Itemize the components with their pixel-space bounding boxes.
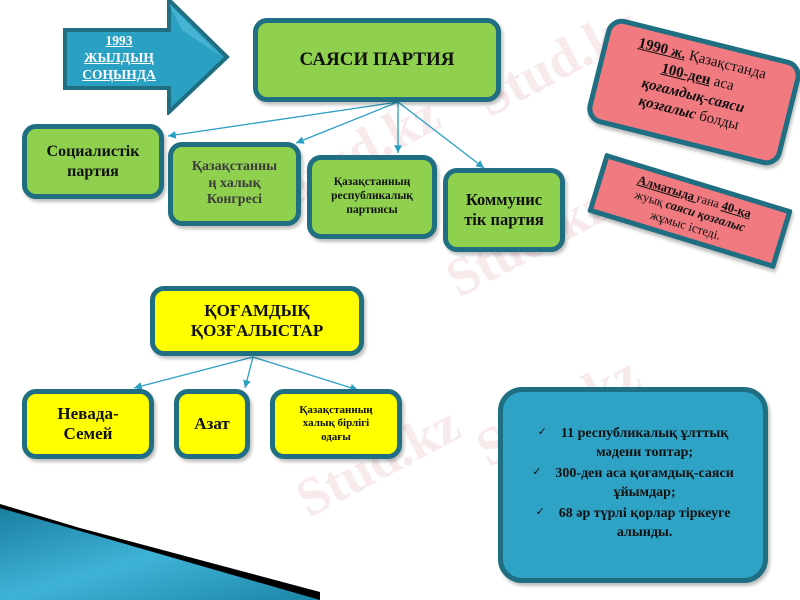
summary-item-line2: ұйымдар;: [613, 485, 676, 500]
movement-nevada-semey: Невада- Семей: [22, 389, 154, 459]
party-communist-line1: Коммунис: [465, 190, 543, 210]
movement-nevada-semey-line2: Семей: [63, 424, 113, 443]
party-peoples-congress-line2: ң халық: [208, 175, 261, 191]
party-peoples-congress-line1: Қазақстанны: [191, 158, 278, 174]
movement-peoples-unity-line1: Қазақстанның: [299, 404, 373, 417]
summary-item-line2: мәдени топтар;: [596, 445, 694, 461]
summary-item-line1: 300-ден аса қоғамдық-саяси: [555, 466, 734, 482]
party-communist: Коммунис тік партия: [443, 168, 565, 252]
social-movements-title-line2: ҚОЗҒАЛЫСТАР: [190, 321, 324, 340]
party-republican-line2: республикалық: [331, 190, 413, 203]
movement-nevada-semey-line1: Невада-: [57, 403, 119, 423]
social-movements-title: ҚОҒАМДЫҚ ҚОЗҒАЛЫСТАР: [150, 286, 364, 356]
social-movements-title-line1: ҚОҒАМДЫҚ: [204, 300, 310, 320]
arrow-label: 1993 ЖЫЛДЫҢ СОҢЫНДА: [68, 33, 170, 84]
summary-item-line1: 68 әр түрлі қорлар тіркеуге: [558, 505, 731, 521]
political-party-title: САЯСИ ПАРТИЯ: [253, 18, 501, 102]
summary-item: ✓ 11 республикалық ұлттық мәдени топтар;: [532, 425, 734, 463]
arrow-label-line2: ЖЫЛДЫҢ: [84, 49, 154, 65]
movement-peoples-unity-line2: халық бірлігі: [302, 417, 370, 430]
check-icon: ✓: [535, 505, 545, 518]
arrow-label-line3: СОҢЫНДА: [82, 66, 156, 82]
summary-item-line2: алынды.: [616, 524, 673, 540]
arrow-label-year: 1993: [105, 33, 133, 48]
party-peoples-congress: Қазақстанны ң халық Конгресі: [168, 142, 301, 226]
movement-peoples-unity-line3: одағы: [321, 430, 351, 443]
party-communist-line2: тік партия: [464, 210, 544, 229]
check-icon: ✓: [532, 466, 542, 479]
party-peoples-congress-line3: Конгресі: [206, 192, 263, 208]
summary-item: ✓ 68 әр түрлі қорлар тіркеуге алынды.: [532, 505, 734, 543]
summary-item-line1: 11 республикалық ұлттық: [560, 426, 729, 442]
party-republican: Қазақстанның республикалық партиясы: [307, 155, 437, 239]
decorative-corner: [0, 504, 320, 600]
political-party-title-text: САЯСИ ПАРТИЯ: [299, 48, 455, 70]
party-socialist: Социалистік партия: [22, 124, 164, 199]
movement-peoples-unity: Қазақстанның халық бірлігі одағы: [270, 389, 402, 459]
party-socialist-label: Социалистік партия: [46, 143, 140, 180]
movement-azat-label: Азат: [194, 413, 230, 433]
party-republican-line3: партиясы: [346, 203, 398, 216]
movement-azat: Азат: [174, 389, 250, 459]
summary-item: ✓ 300-ден аса қоғамдық-саяси ұйымдар;: [532, 465, 734, 503]
party-republican-line1: Қазақстанның: [333, 176, 411, 189]
arrow-shape: [63, 0, 230, 115]
check-icon: ✓: [537, 426, 547, 439]
